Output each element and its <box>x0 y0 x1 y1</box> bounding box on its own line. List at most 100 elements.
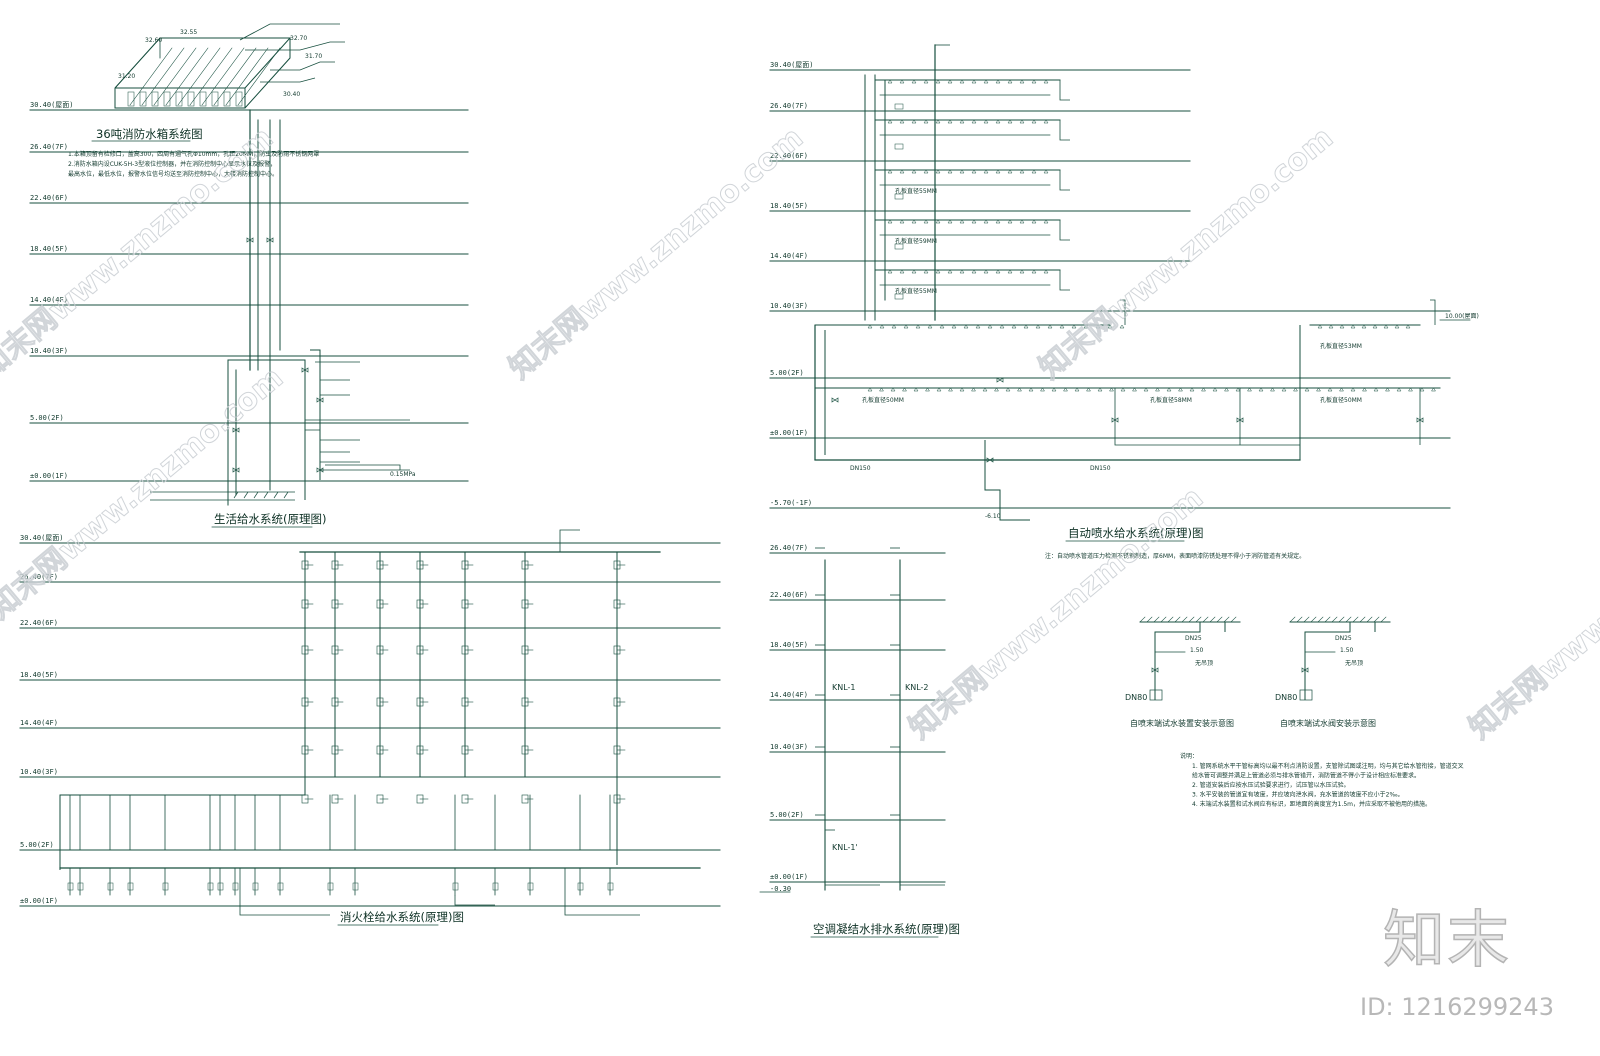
domestic-caption: 生活给水系统(原理图) <box>214 512 326 526</box>
valve-icon <box>266 237 274 243</box>
riser-label: KNL-1' <box>832 843 858 852</box>
tank-rib <box>213 47 257 106</box>
sprinkler-head-icon <box>1031 219 1037 224</box>
valve-body <box>1236 417 1244 423</box>
floor-level-label: 10.40(3F) <box>770 743 808 751</box>
sprinkler-head-icon <box>911 169 917 174</box>
image-id-label: ID: 1216299243 <box>1360 993 1554 1021</box>
floor-level-label: 30.40(屋面) <box>20 534 64 542</box>
alarm-valve-icon <box>894 103 904 110</box>
ceiling-hatch <box>1139 616 1146 623</box>
valve-icon <box>232 427 240 433</box>
floor-level-label: 5.00(2F) <box>770 369 804 377</box>
pipe-run <box>260 77 316 83</box>
floor-level-label: -0.30 <box>770 885 791 893</box>
tank-rib <box>237 47 281 106</box>
valve-body <box>266 237 274 243</box>
tank-leg <box>139 91 147 107</box>
floor-level-label: 26.40(7F) <box>770 544 808 552</box>
valve-icon <box>1416 417 1424 423</box>
sprinkler-head-icon <box>936 387 942 392</box>
tank-leg <box>211 91 219 107</box>
sprinkler-head-icon <box>971 169 977 174</box>
hydrant-box-icon <box>327 882 334 891</box>
test-valve-icon <box>1151 667 1159 673</box>
pipe-run <box>559 529 580 552</box>
sprinkler-head-icon <box>1007 79 1013 84</box>
tank-level-label: 31.20 <box>118 73 135 80</box>
sprinkler-head-icon <box>1383 324 1389 329</box>
sprinkler-head-icon <box>1270 387 1275 392</box>
valve-icon <box>246 237 254 243</box>
sprinkler-head-icon <box>1408 387 1413 392</box>
sprinkler-head-icon <box>887 79 893 84</box>
sprinkler-head-icon <box>1120 387 1126 392</box>
sprinkler-head-icon <box>903 324 909 329</box>
sprinkler-head-icon <box>1293 387 1298 392</box>
sprinkler-head-icon <box>867 324 873 329</box>
sprinkler-head-icon <box>911 219 917 224</box>
orifice-label: 孔板直径50MM <box>1320 396 1362 404</box>
ceiling-hatch <box>1146 616 1153 623</box>
ceiling-hatch <box>1359 616 1366 623</box>
sprinkler-head-icon <box>995 169 1001 174</box>
sprinkler-head-icon <box>1350 324 1356 329</box>
sprinkler-head-icon <box>1097 387 1103 392</box>
fitting-mark <box>273 491 279 499</box>
sprinkler-head-icon <box>1059 324 1065 329</box>
valve-body <box>1111 417 1119 423</box>
pipe-run <box>310 349 321 480</box>
sprinkler-head-icon <box>983 119 989 124</box>
hydrant-box-icon <box>162 882 169 891</box>
tank-leg <box>163 91 171 107</box>
sprinkler-head-icon <box>1317 324 1323 329</box>
pipe-run <box>1059 170 1070 191</box>
alarm-valve-icon <box>894 293 904 300</box>
pipe-run <box>1304 622 1351 700</box>
sprinkler-head-icon <box>983 79 989 84</box>
valve-body <box>1416 417 1424 423</box>
orifice-label: 孔板直径50MM <box>862 396 904 404</box>
sprinkler-head-icon <box>1035 324 1041 329</box>
detail-caption: 自喷末端试水阀安装示意图 <box>1280 718 1376 728</box>
floor-level-label: 18.40(5F) <box>770 641 808 649</box>
pipe-run <box>1430 299 1436 325</box>
hydrant-box-icon <box>77 882 84 891</box>
floor-level-label: 22.40(6F) <box>770 591 808 599</box>
ceiling-hatch <box>1230 616 1237 623</box>
sprinkler-head-icon <box>1007 219 1013 224</box>
sprinkler-head-icon <box>1017 387 1022 392</box>
fitting-mark <box>263 491 269 499</box>
tank-caption: 36吨消防水箱系统图 <box>96 127 203 141</box>
floor-level-label: 30.40(屋面) <box>30 101 74 109</box>
sprinkler-head-icon <box>1132 387 1137 392</box>
watermark-text: 知末网www.znzmo.com <box>0 360 290 626</box>
sprinkler-head-icon <box>947 79 953 84</box>
sprinkler-head-icon <box>1031 79 1037 84</box>
floor-level-label: ±0.00(1F) <box>770 873 808 881</box>
ceiling-hatch <box>1160 616 1167 623</box>
sprinkler-head-icon <box>982 387 988 392</box>
sprinkler-head-icon <box>971 119 977 124</box>
ceiling-hatch <box>1202 616 1209 623</box>
sprinkler-head-icon <box>995 119 1001 124</box>
tank-side-outline <box>114 38 291 109</box>
sprinkler-head-icon <box>1063 387 1068 392</box>
sprinkler-head-icon <box>951 324 957 329</box>
sprinkler-head-icon <box>935 269 941 274</box>
detail-ceiling-label: 无吊顶 <box>1345 660 1363 667</box>
sprinkler-head-icon <box>1372 324 1378 329</box>
sprinkler-head-icon <box>1316 387 1321 392</box>
floor-level-label: 18.40(5F) <box>770 202 808 210</box>
sprinkler-head-icon <box>923 119 929 124</box>
floor-level-label: 14.40(4F) <box>30 296 68 304</box>
test-valve-icon <box>1299 689 1313 701</box>
sprinkler-head-icon <box>923 169 929 174</box>
tank-rib <box>165 47 209 106</box>
hydrant-box-icon <box>232 882 239 891</box>
sprinkler-head-icon <box>1031 169 1037 174</box>
orifice-label: 孔板直径59MM <box>895 237 937 245</box>
sprinkler-head-icon <box>947 219 953 224</box>
pipe-run <box>1059 80 1070 101</box>
ceiling-hatch <box>1188 616 1195 623</box>
